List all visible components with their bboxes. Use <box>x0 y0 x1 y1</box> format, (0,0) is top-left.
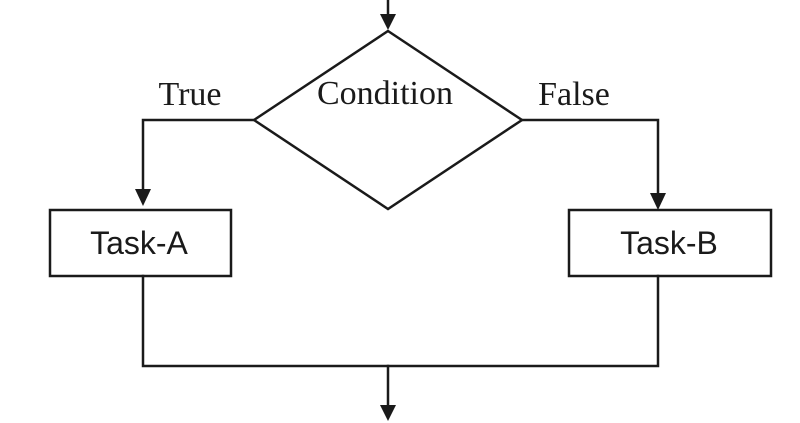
incoming-arrow-head <box>380 14 396 30</box>
true-branch-arrowhead <box>135 189 151 206</box>
true-branch-connector <box>141 118 256 194</box>
false-branch-label: False <box>538 76 610 113</box>
task-b-label: Task-B <box>620 225 718 261</box>
decision-label: Condition <box>317 75 453 112</box>
task-a-node: Task-A <box>48 208 233 278</box>
merge-line <box>141 274 660 368</box>
task-b-box <box>567 208 773 278</box>
true-branch-label: True <box>159 76 222 113</box>
merge-connector <box>141 274 660 368</box>
decision-node: Condition <box>251 29 525 211</box>
false-branch-arrowhead <box>650 193 666 210</box>
task-b-node: Task-B <box>567 208 773 278</box>
true-branch: True <box>135 76 256 206</box>
incoming-arrow <box>380 0 396 30</box>
decision-diamond <box>251 29 525 211</box>
outgoing-arrow <box>380 364 396 421</box>
false-branch-connector <box>520 118 660 198</box>
task-a-label: Task-A <box>90 225 188 261</box>
task-a-box <box>48 208 233 278</box>
outgoing-arrow-head <box>380 405 396 421</box>
false-branch: False <box>520 76 666 210</box>
